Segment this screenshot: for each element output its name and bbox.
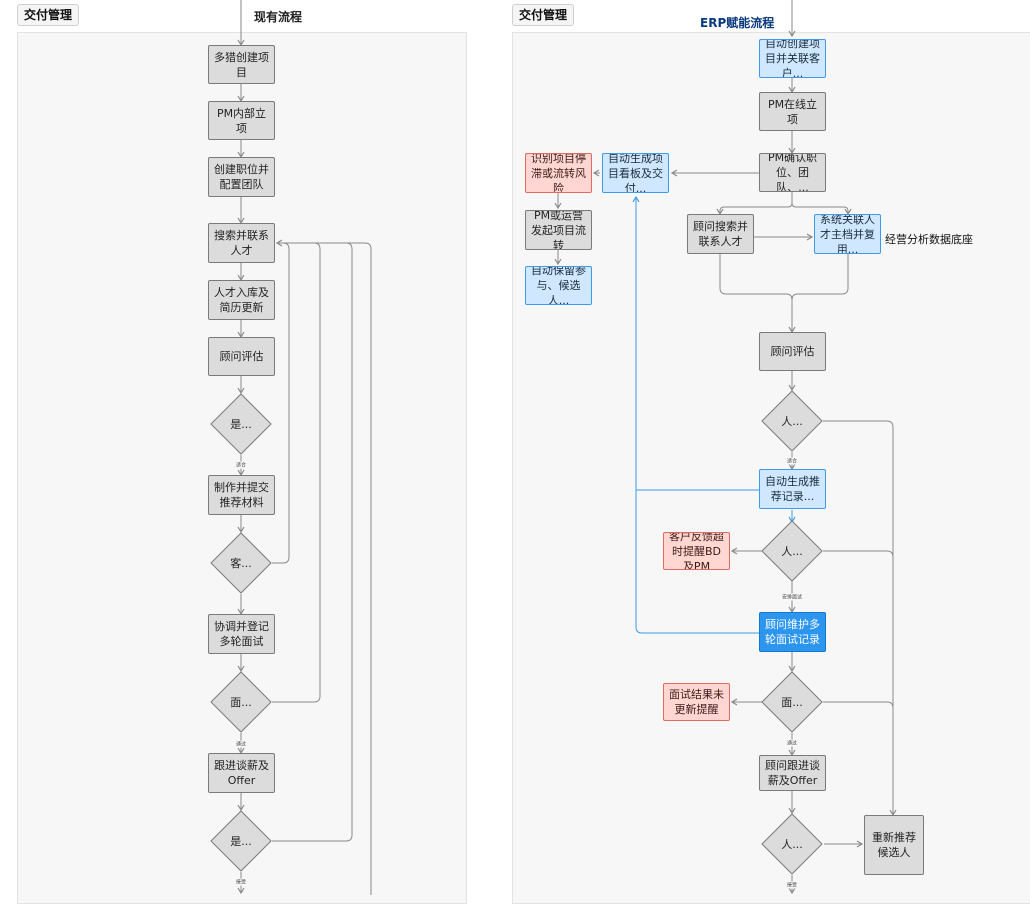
right-edge-label-schedule: 安排面试 — [780, 593, 804, 601]
right-node-consultant-eval[interactable]: 顾问评估 — [759, 332, 826, 371]
left-node-interviews[interactable]: 协调并登记多轮面试 — [208, 614, 275, 654]
right-edge-label-suitable: 适合 — [785, 457, 799, 465]
right-node-system-link-talent[interactable]: 系统关联人才主档并复用... — [814, 214, 881, 254]
left-node-create-project[interactable]: 多猎创建项目 — [208, 45, 275, 84]
left-decision-4-label: 是... — [230, 835, 252, 848]
left-edge-label-pass: 通过 — [234, 740, 248, 748]
right-node-stall-risk[interactable]: 识别项目停滞或流转风险 — [525, 153, 592, 193]
right-decision-3-label: 面... — [781, 696, 803, 709]
left-decision-4 — [210, 810, 272, 872]
right-decision-1 — [761, 390, 823, 452]
left-node-offer[interactable]: 跟进谈薪及Offer — [208, 753, 275, 793]
left-node-pm-approve[interactable]: PM内部立项 — [208, 101, 275, 140]
right-node-offer[interactable]: 顾问跟进谈薪及Offer — [759, 755, 826, 791]
right-node-pm-transfer[interactable]: PM或运营发起项目流转 — [525, 210, 592, 250]
right-decision-4 — [761, 813, 823, 875]
right-node-auto-create-project[interactable]: 自动创建项目并关联客户... — [759, 39, 826, 78]
right-node-pm-confirm[interactable]: PM确认职位、团队、... — [759, 153, 826, 192]
right-edge-label-accept: 接受 — [785, 881, 799, 889]
left-decision-2-label: 客... — [230, 557, 252, 570]
right-node-interview-result-alert[interactable]: 面试结果未更新提醒 — [663, 683, 730, 721]
left-node-consultant-eval[interactable]: 顾问评估 — [208, 337, 275, 376]
right-node-auto-recommend[interactable]: 自动生成推荐记录... — [759, 469, 826, 509]
left-node-submit-materials[interactable]: 制作并提交推荐材料 — [208, 475, 275, 515]
right-node-pm-online-approve[interactable]: PM在线立项 — [759, 92, 826, 131]
left-decision-1 — [210, 393, 272, 455]
data-foundation-label: 经营分析数据底座 — [885, 233, 973, 246]
right-panel-tag: 交付管理 — [512, 4, 575, 26]
right-decision-2 — [761, 520, 823, 582]
right-decision-1-label: 人... — [781, 415, 803, 428]
left-node-search-talent[interactable]: 搜索并联系人才 — [208, 223, 275, 263]
right-decision-4-label: 人... — [781, 838, 803, 851]
left-panel-tag: 交付管理 — [17, 4, 80, 26]
left-decision-3 — [210, 671, 272, 733]
right-node-re-recommend[interactable]: 重新推荐候选人 — [864, 815, 924, 875]
left-decision-1-label: 是... — [230, 418, 252, 431]
left-decision-3-label: 面... — [230, 696, 252, 709]
right-node-interview-records[interactable]: 顾问维护多轮面试记录 — [759, 612, 826, 652]
right-flow-title: ERP赋能流程 — [700, 16, 775, 30]
left-flow-title: 现有流程 — [254, 10, 303, 24]
right-node-search-talent[interactable]: 顾问搜索并联系人才 — [687, 214, 754, 254]
left-edge-label-suitable: 适合 — [234, 461, 248, 469]
left-edge-label-accept: 接受 — [234, 878, 248, 886]
right-node-auto-retain[interactable]: 自动保留参与、候选人... — [525, 266, 592, 305]
right-decision-2-label: 人... — [781, 545, 803, 558]
left-node-talent-storage[interactable]: 人才入库及简历更新 — [208, 280, 275, 320]
right-node-auto-dashboard[interactable]: 自动生成项目看板及交付... — [602, 153, 669, 193]
right-node-client-timeout-alert[interactable]: 客户反馈超时提醒BD及PM — [663, 532, 730, 570]
right-decision-3 — [761, 671, 823, 733]
left-node-create-position[interactable]: 创建职位并配置团队 — [208, 157, 275, 197]
right-edge-label-pass: 通过 — [785, 739, 799, 747]
left-decision-2 — [210, 532, 272, 594]
